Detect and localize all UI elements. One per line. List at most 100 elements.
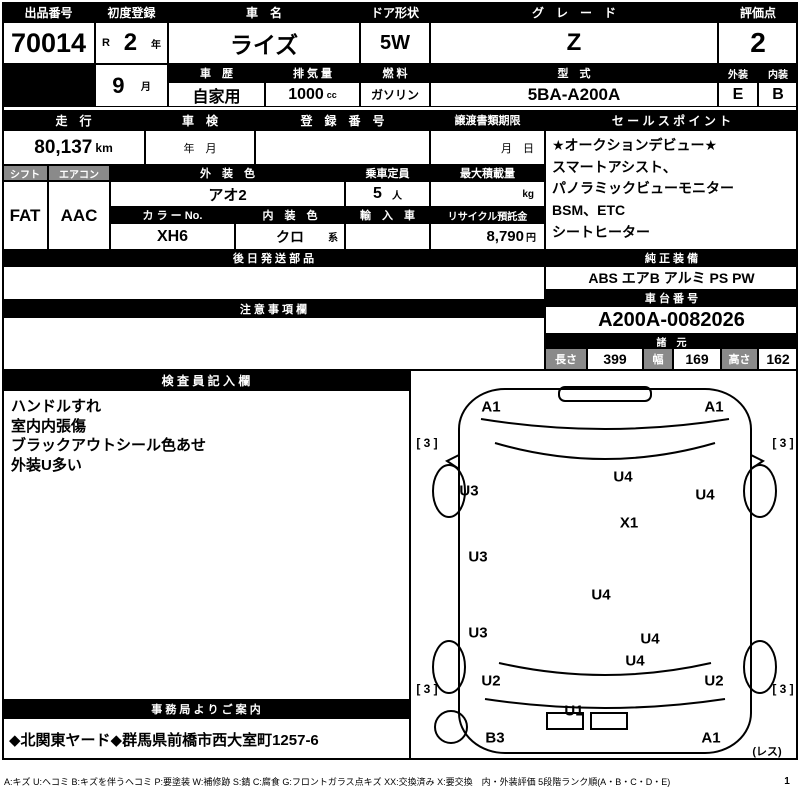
fuel-header: 燃 料 bbox=[360, 64, 430, 82]
grade-value: Z bbox=[430, 22, 718, 64]
exterior-color-header: 外 装 色 bbox=[110, 165, 345, 181]
interior-color-header: 内 装 色 bbox=[235, 207, 345, 223]
car-name-value: ライズ bbox=[168, 22, 360, 64]
length-label: 長さ bbox=[545, 348, 587, 370]
left-mirror-icon bbox=[445, 454, 460, 470]
first-registration-header: 初度登録 bbox=[95, 2, 168, 22]
sales-points-header: セ ー ル ス ポ イ ン ト bbox=[545, 110, 798, 130]
recycle-deposit-header: リサイクル預託金 bbox=[430, 207, 545, 223]
max-load-header: 最大積載量 bbox=[430, 165, 545, 181]
exterior-grade-header: 外装 bbox=[718, 64, 758, 82]
model-code-value: 5BA-A200A bbox=[430, 82, 718, 107]
first-registration-year: R 2 年 bbox=[95, 22, 168, 64]
door-shape-header: ドア形状 bbox=[360, 2, 430, 22]
inspector-notes-header: 検 査 員 記 入 欄 bbox=[2, 370, 410, 390]
interior-color-name: クロ bbox=[276, 228, 304, 245]
transfer-deadline-header: 譲渡書類期限 bbox=[430, 110, 545, 130]
fuel-value: ガソリン bbox=[360, 82, 430, 107]
sales-point-line: パノラミックビューモニター bbox=[552, 180, 734, 197]
damage-mark: A1 bbox=[701, 729, 721, 747]
door-shape-value: 5W bbox=[360, 22, 430, 64]
damage-mark: U2 bbox=[704, 672, 724, 690]
max-load-unit: kg bbox=[522, 188, 534, 200]
rear-left-wheel-icon bbox=[432, 640, 466, 694]
displacement-number: 1000 bbox=[288, 85, 324, 103]
damage-mark: U4 bbox=[640, 630, 660, 648]
shaken-value: 年 月 bbox=[145, 130, 255, 165]
mileage-header: 走 行 bbox=[2, 110, 145, 130]
damage-mark: U3 bbox=[468, 548, 488, 566]
right-mirror-icon bbox=[750, 454, 765, 470]
car-history-value: 自家用 bbox=[168, 82, 265, 107]
damage-mark: B3 bbox=[485, 729, 505, 747]
mileage-unit: km bbox=[95, 140, 113, 155]
import-value bbox=[345, 223, 430, 250]
registration-number-header: 登 録 番 号 bbox=[255, 110, 430, 130]
shift-value: FAT bbox=[2, 181, 48, 250]
later-parts-header: 後 日 発 送 部 品 bbox=[2, 250, 545, 266]
height-label: 高さ bbox=[721, 348, 758, 370]
first-registration-month: 9 月 bbox=[95, 64, 168, 107]
capacity-unit: 人 bbox=[391, 190, 402, 202]
sales-point-line: スマートアシスト、 bbox=[552, 158, 677, 175]
equipment-header: 純 正 装 備 bbox=[545, 250, 798, 266]
interior-grade-value: B bbox=[758, 82, 798, 107]
caution-notes-header: 注 意 事 項 欄 bbox=[2, 300, 545, 317]
length-value: 399 bbox=[587, 348, 643, 370]
interior-grade-header: 内装 bbox=[758, 64, 798, 82]
dimensions-header: 諸 元 bbox=[545, 334, 798, 348]
front-plate-outline bbox=[558, 386, 652, 402]
import-header: 輸 入 車 bbox=[345, 207, 430, 223]
rear-right-wheel-icon bbox=[743, 640, 777, 694]
office-info-header: 事 務 局 よ り ご 案 内 bbox=[2, 700, 410, 718]
office-info-text: ◆北関東ヤード◆群馬県前橋市西大室町1257-6 bbox=[2, 718, 410, 760]
model-code-header: 型 式 bbox=[430, 64, 718, 82]
car-body-outline bbox=[458, 388, 752, 754]
sales-point-line: シートヒーター bbox=[552, 223, 650, 240]
inspector-note-line: ハンドルすれ bbox=[11, 398, 102, 415]
era-code: R bbox=[102, 37, 110, 49]
tread-depth-mark: [ 3 ] bbox=[772, 436, 794, 450]
mileage-number: 80,137 bbox=[34, 136, 93, 158]
hood-line bbox=[480, 418, 730, 430]
inspector-note-line: 室内内張傷 bbox=[11, 417, 87, 435]
damage-mark: U4 bbox=[695, 486, 715, 504]
tread-depth-mark: [ 3 ] bbox=[416, 682, 438, 696]
height-value: 162 bbox=[758, 348, 798, 370]
width-label: 幅 bbox=[643, 348, 673, 370]
capacity-header: 乗車定員 bbox=[345, 165, 430, 181]
recycle-deposit-value: 8,790 円 bbox=[430, 223, 545, 250]
damage-mark: A1 bbox=[481, 398, 501, 416]
displacement-value: 1000 cc bbox=[265, 82, 360, 107]
legend-text: A:キズ U:ヘコミ B:キズを伴うヘコミ P:要塗装 W:補修跡 S:錆 C:… bbox=[4, 768, 776, 794]
interior-color-value: クロ 系 bbox=[235, 223, 345, 250]
damage-mark: U4 bbox=[625, 652, 645, 670]
inspector-note-line: 外装U多い bbox=[11, 456, 82, 474]
score-value: 2 bbox=[718, 22, 798, 64]
car-history-header: 車 歴 bbox=[168, 64, 265, 82]
sales-point-line: ★オークションデビュー★ bbox=[552, 137, 718, 153]
damage-mark: U2 bbox=[481, 672, 501, 690]
registration-year: 2 bbox=[123, 29, 138, 56]
displacement-header: 排 気 量 bbox=[265, 64, 360, 82]
damage-mark: A1 bbox=[704, 398, 724, 416]
page-number: 1 bbox=[778, 768, 796, 794]
lot-number-header: 出品番号 bbox=[2, 2, 95, 22]
damage-diagram-panel: A1 A1 [ 3 ] [ 3 ] U3 U4 U4 X1 U3 U4 U3 U… bbox=[410, 370, 798, 760]
month-suffix: 月 bbox=[140, 82, 151, 93]
max-load-value: kg bbox=[430, 181, 545, 207]
capacity-number: 5 bbox=[373, 185, 382, 202]
aircon-value: AAC bbox=[48, 181, 110, 250]
later-parts-value bbox=[2, 266, 545, 300]
mileage-value: 80,137 km bbox=[2, 130, 145, 165]
rear-window-line bbox=[498, 662, 712, 676]
shift-header: シフト bbox=[2, 165, 48, 181]
car-top-view-diagram bbox=[432, 386, 777, 754]
width-value: 169 bbox=[673, 348, 721, 370]
car-name-header: 車 名 bbox=[168, 2, 360, 22]
color-number-header: カ ラ ー No. bbox=[110, 207, 235, 223]
damage-mark: U3 bbox=[468, 624, 488, 642]
spare-tire-icon bbox=[434, 710, 468, 744]
lot-number-value: 70014 bbox=[2, 22, 95, 64]
